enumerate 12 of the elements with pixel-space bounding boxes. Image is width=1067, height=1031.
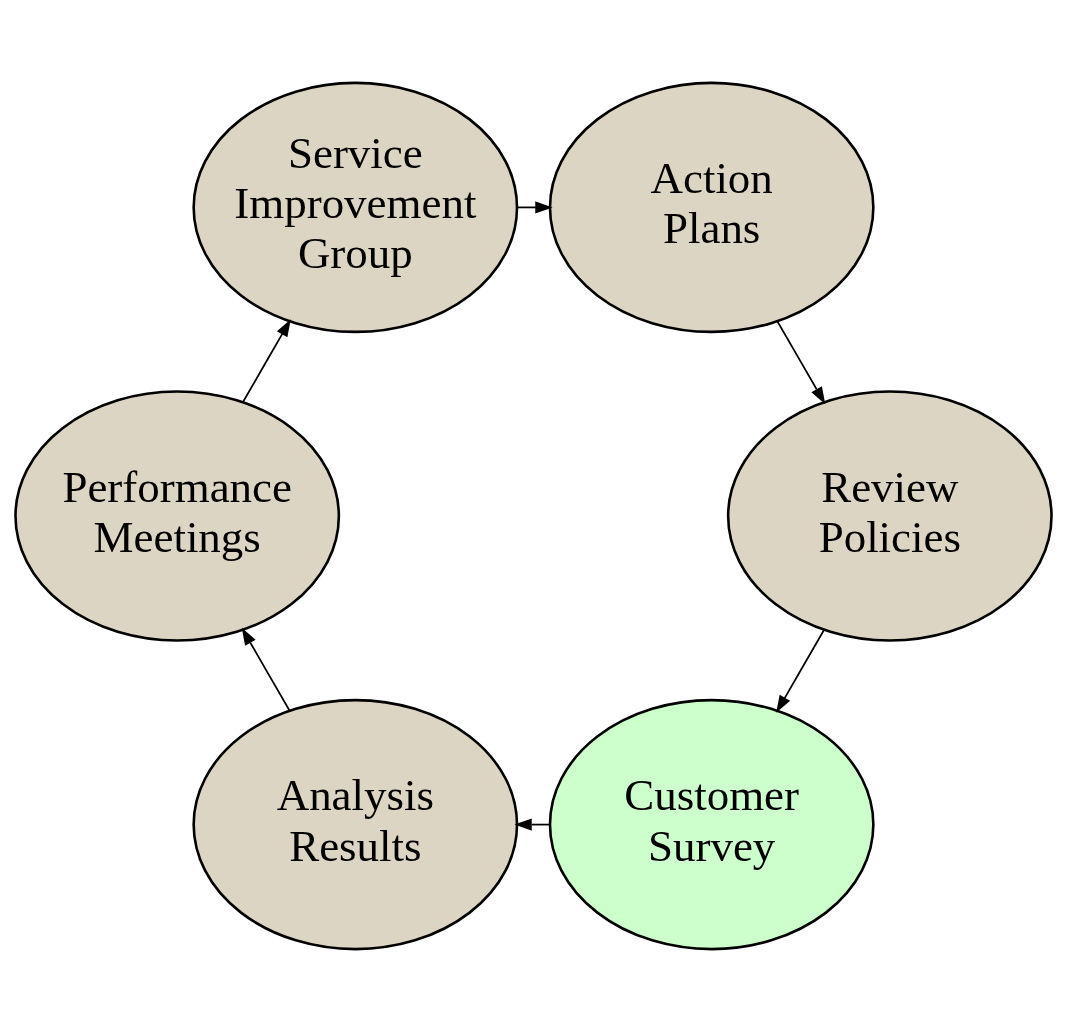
node-ellipse: Performance Meetings	[14, 389, 341, 642]
arrow	[776, 628, 825, 713]
node-ellipse: Review Policies	[726, 389, 1053, 642]
node-ellipse: Service Improvement Group	[192, 81, 519, 333]
node-ellipse: Analysis Results	[192, 698, 519, 950]
node-ellipse: Action Plans	[548, 81, 875, 333]
arrow	[516, 200, 553, 213]
arrow	[241, 627, 291, 711]
arrow	[514, 818, 551, 831]
node-ellipse: Customer Survey	[548, 698, 875, 950]
arrow	[242, 318, 291, 403]
arrow	[776, 320, 826, 404]
